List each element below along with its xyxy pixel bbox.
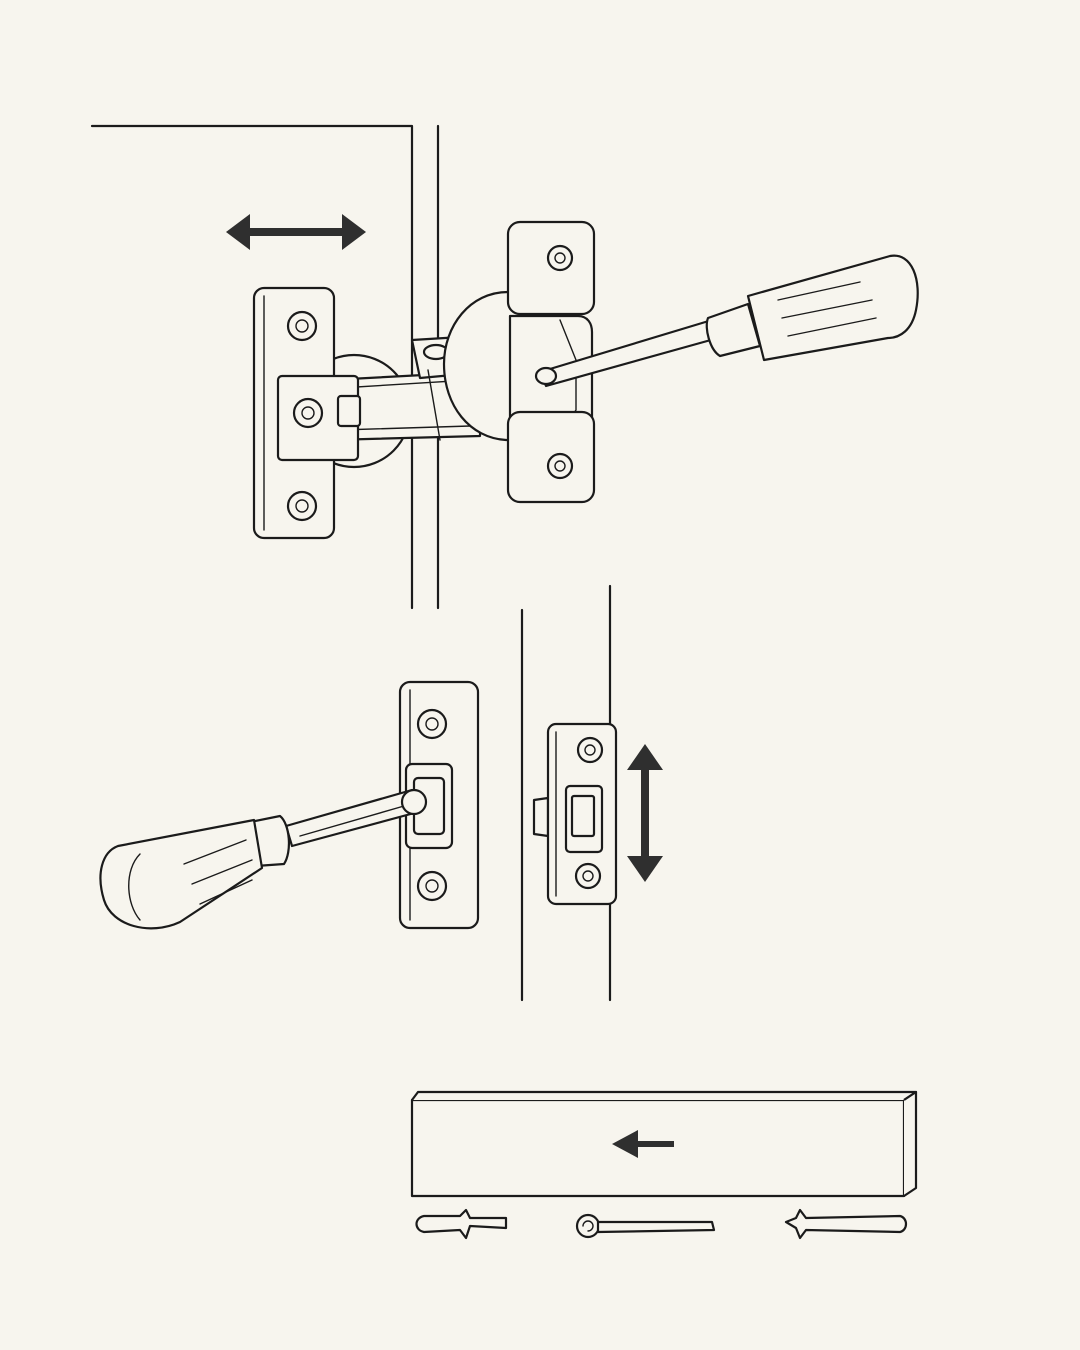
screw-icon <box>576 736 604 764</box>
strike-panel <box>99 584 663 1002</box>
awl-icon <box>784 1208 908 1240</box>
screw-icon <box>416 870 448 902</box>
screw-icon <box>292 397 324 429</box>
latch-tab <box>532 796 550 838</box>
vertical-double-arrow-icon <box>627 744 663 882</box>
screw-icon <box>546 452 574 480</box>
screwdriver-icon <box>99 788 428 930</box>
hinge-plate-left <box>252 286 362 540</box>
screwdriver-icon <box>534 254 919 388</box>
hinge-cup-right <box>442 290 522 442</box>
hinge-panel <box>90 124 919 610</box>
left-arrow-icon <box>612 1130 674 1158</box>
screw-icon <box>286 310 318 342</box>
screw-icon <box>546 244 574 272</box>
screw-icon <box>286 490 318 522</box>
screw-icon <box>416 708 448 740</box>
wood-board <box>410 1090 918 1198</box>
screw-icon <box>574 862 602 890</box>
shim-panel <box>410 1090 918 1240</box>
chisel-icon <box>415 1208 508 1240</box>
nail-icon <box>575 1213 716 1239</box>
horizontal-double-arrow-icon <box>226 214 366 250</box>
strike-plate <box>546 722 618 906</box>
